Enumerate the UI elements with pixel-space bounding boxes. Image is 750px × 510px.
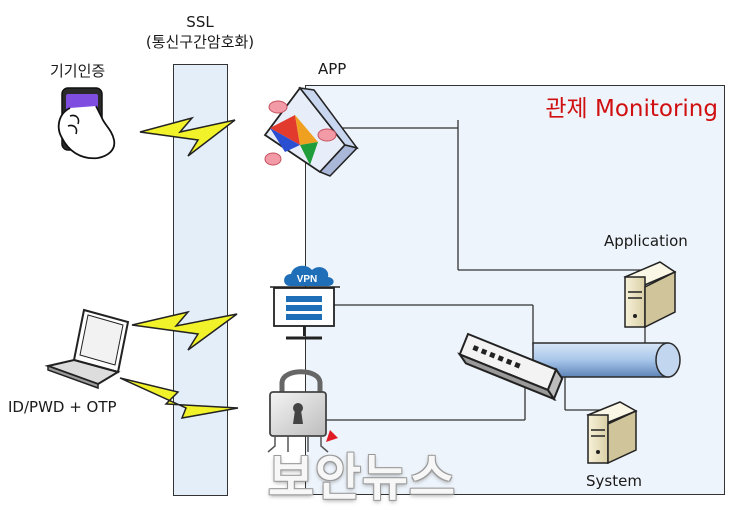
device-auth-label: 기기인증 [50,62,106,80]
ssl-label-line2: (통신구간암호화) [145,33,255,51]
watermark-logo: 보안뉴스 [268,449,456,507]
id-pwd-otp-label: ID/PWD + OTP [8,398,117,416]
system-label: System [586,472,642,490]
security-lock-icon [267,369,338,453]
app-icon [263,86,359,177]
vpn-label: VPN [297,274,318,285]
lightning-bolt-device [139,116,236,157]
network-backbone-pipe [532,342,681,378]
application-label: Application [604,232,688,250]
laptop-icon [44,308,130,390]
ssl-label-line1: SSL [186,13,214,31]
lightning-bolt-vpn [131,310,238,351]
monitoring-title: 관제 Monitoring [545,96,718,122]
lightning-bolts [119,116,239,419]
app-label: APP [318,60,347,78]
lightning-bolt-otp [119,377,239,419]
system-server-icon [586,401,638,465]
smartphone-icon [57,87,116,160]
vpn-server-icon: VPN [270,265,340,340]
network-switch-icon [457,332,564,402]
application-server-icon [623,261,677,329]
ssl-label: SSL (통신구간암호화) [146,12,254,52]
